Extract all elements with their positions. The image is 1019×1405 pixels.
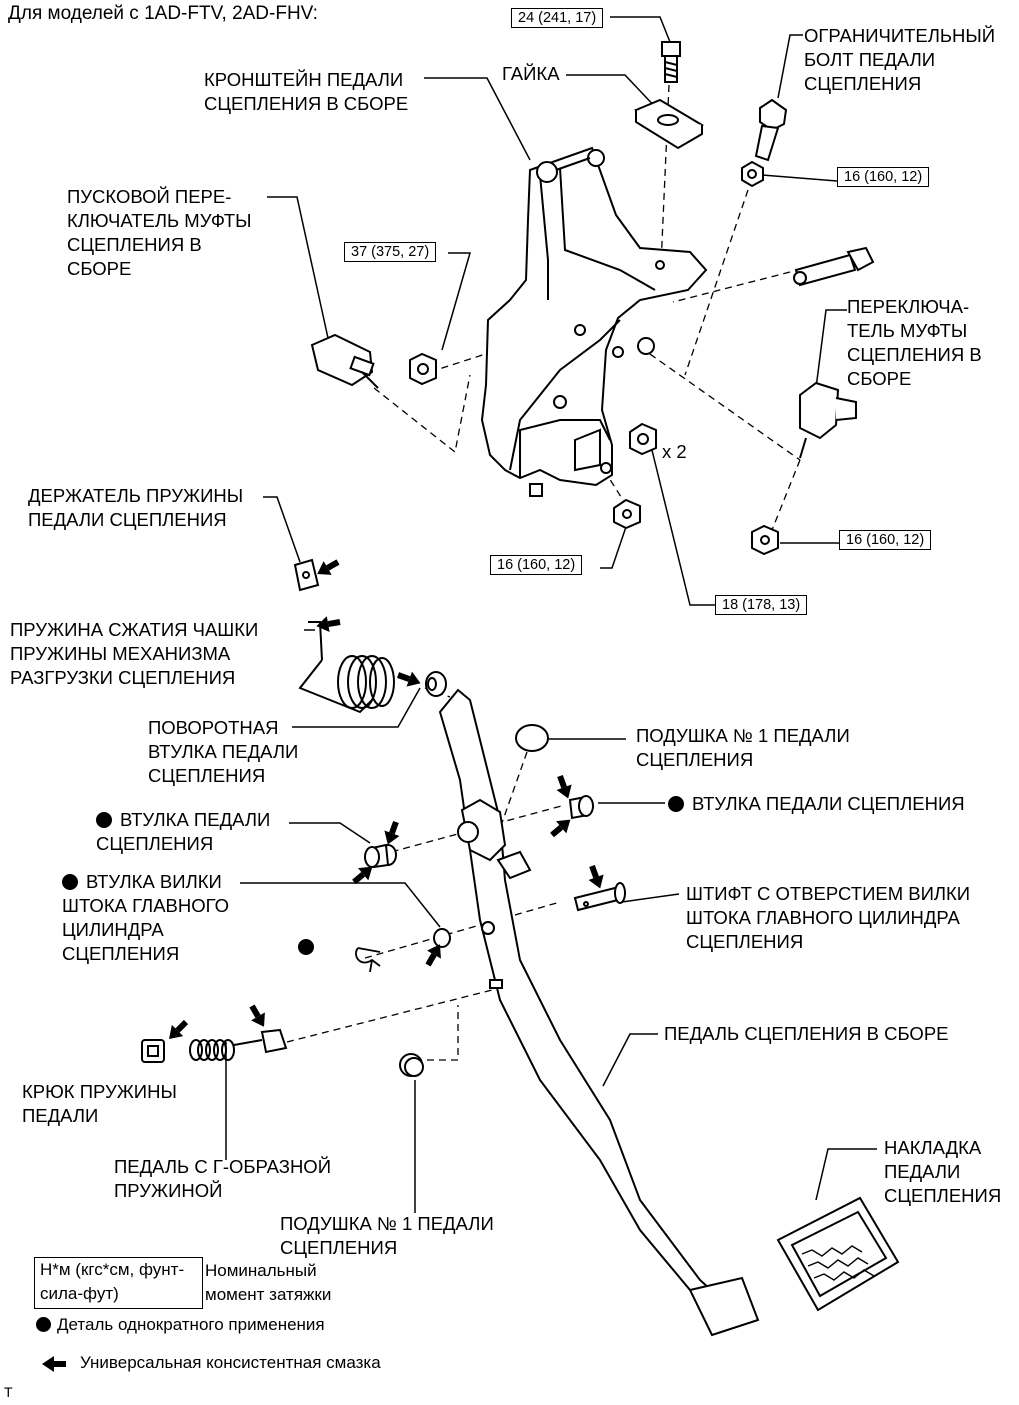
pedal-pad: [776, 1196, 900, 1312]
single-use-dot: [36, 1317, 51, 1332]
bracket-nut-16: [613, 498, 641, 530]
bracket-bolt: [661, 41, 681, 83]
assist-spring: [298, 621, 395, 714]
clutch-switch: [799, 381, 857, 459]
torque-16-bracket: 16 (160, 12): [490, 555, 583, 575]
leader-lines: [225, 16, 877, 1213]
label-spring-hook: КРЮК ПРУЖИНЫ ПЕДАЛИ: [22, 1081, 177, 1126]
legend-single-use: Деталь однократного применения: [36, 1313, 325, 1337]
grease-arrows: [42, 559, 604, 1372]
label-turnover-spring: ПЕДАЛЬ С Г-ОБРАЗНОЙ ПРУЖИНОЙ: [114, 1156, 331, 1201]
label-nut: ГАЙКА: [502, 63, 560, 84]
spring-holder: [293, 558, 320, 592]
turnover-spring: [189, 1028, 288, 1061]
label-spring-holder: ДЕРЖАТЕЛЬ ПРУЖИНЫ ПЕДАЛИ СЦЕПЛЕНИЯ: [28, 485, 244, 530]
torque-18: 18 (178, 13): [715, 595, 808, 615]
torque-37: 37 (375, 27): [344, 242, 437, 262]
stop-bolt: [754, 98, 788, 162]
clutch-pedal: [438, 688, 760, 1337]
label-clevis-pin: ШТИФТ С ОТВЕРСТИЕМ ВИЛКИ ШТОКА ГЛАВНОГО …: [686, 883, 971, 952]
turn-bushing: [425, 671, 447, 697]
cushion-bottom: [399, 1053, 424, 1077]
clevis-pin: [573, 882, 626, 912]
label-bracket: КРОНШТЕЙН ПЕДАЛИ СЦЕПЛЕНИЯ В СБОРЕ: [204, 69, 409, 114]
label-bushing-left: ВТУЛКА ПЕДАЛИ СЦЕПЛЕНИЯ: [96, 808, 270, 856]
torque-24: 24 (241, 17): [511, 8, 604, 28]
label-assist-spring: ПРУЖИНА СЖАТИЯ ЧАШКИ ПРУЖИНЫ МЕХАНИЗМА Р…: [10, 619, 259, 688]
corner-mark: T: [4, 1384, 13, 1400]
label-clutch-switch: ПЕРЕКЛЮЧА- ТЕЛЬ МУФТЫ СЦЕПЛЕНИЯ В СБОРЕ: [847, 296, 982, 389]
bushing-right: [568, 795, 594, 820]
bushing-left: [364, 843, 397, 869]
label-turn-bushing: ПОВОРОТНАЯ ВТУЛКА ПЕДАЛИ СЦЕПЛЕНИЯ: [148, 717, 299, 786]
switch-nut-16: [751, 524, 779, 556]
torque-16-stop-nut: 16 (160, 12): [837, 167, 930, 187]
label-start-switch: ПУСКОВОЙ ПЕРЕ- КЛЮЧАТЕЛЬ МУФТЫ СЦЕПЛЕНИЯ…: [67, 186, 252, 279]
label-clevis-bushing: ВТУЛКА ВИЛКИ ШТОКА ГЛАВНОГО ЦИЛИНДРА СЦЕ…: [62, 870, 229, 966]
single-use-dot: [298, 939, 314, 955]
label-x2: x 2: [662, 441, 687, 462]
stop-bolt-nut: [741, 160, 764, 188]
label-bushing-right: ВТУЛКА ПЕДАЛИ СЦЕПЛЕНИЯ: [668, 792, 965, 816]
legend-unit-desc: Номинальный момент затяжки: [205, 1261, 332, 1304]
single-use-dot: [668, 796, 684, 812]
legend-grease: Универсальная консистентная смазка: [80, 1353, 381, 1372]
pedal-bracket: [480, 146, 708, 497]
cage-nut: [633, 98, 704, 150]
label-pedal-assy: ПЕДАЛЬ СЦЕПЛЕНИЯ В СБОРЕ: [664, 1023, 949, 1044]
label-cushion-top: ПОДУШКА № 1 ПЕДАЛИ СЦЕПЛЕНИЯ: [636, 725, 850, 770]
label-bushing-left-text: ВТУЛКА ПЕДАЛИ СЦЕПЛЕНИЯ: [96, 809, 271, 854]
bracket-nut-37: [409, 352, 437, 386]
label-bushing-right-text: ВТУЛКА ПЕДАЛИ СЦЕПЛЕНИЯ: [692, 793, 965, 814]
legend-unit-box: Н*м (кгс*см, фунт-сила-фут): [34, 1257, 203, 1309]
torque-16-switch: 16 (160, 12): [839, 530, 932, 550]
clip-single-use: [298, 935, 322, 959]
legend-single-use-text: Деталь однократного применения: [57, 1315, 325, 1334]
clevis-bushing: [433, 928, 451, 948]
single-use-dot: [96, 812, 112, 828]
cushion-top: [515, 724, 549, 752]
start-switch: [310, 333, 379, 389]
pedal-shaft-bolt: [793, 246, 875, 287]
label-stop-bolt: ОГРАНИЧИТЕЛЬНЫЙ БОЛТ ПЕДАЛИ СЦЕПЛЕНИЯ: [804, 25, 996, 94]
bracket-nut-x2: [629, 422, 657, 456]
label-clevis-bushing-text: ВТУЛКА ВИЛКИ ШТОКА ГЛАВНОГО ЦИЛИНДРА СЦЕ…: [62, 871, 229, 964]
spring-hook: [141, 1039, 165, 1063]
single-use-dot: [62, 874, 78, 890]
label-pedal-pad: НАКЛАДКА ПЕДАЛИ СЦЕПЛЕНИЯ: [884, 1137, 1002, 1206]
label-cushion-bottom: ПОДУШКА № 1 ПЕДАЛИ СЦЕПЛЕНИЯ: [280, 1213, 494, 1258]
diagram-title: Для моделей с 1AD-FTV, 2AD-FHV:: [8, 3, 318, 24]
clip: [355, 947, 381, 973]
